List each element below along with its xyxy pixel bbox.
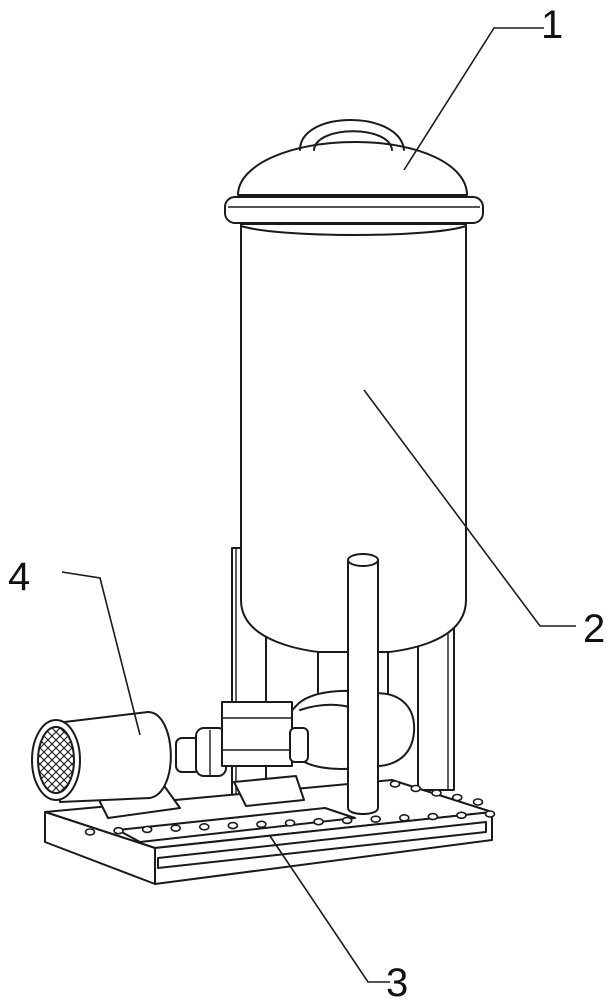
bolt-hole [370, 815, 382, 823]
callout-1: 1 [541, 3, 563, 47]
bolt-hole [341, 816, 353, 825]
vertical-pipe [347, 553, 379, 815]
bolt-hole [427, 812, 439, 821]
callout-2: 2 [583, 607, 605, 651]
leader-lines [61, 27, 576, 983]
bolt-hole [84, 828, 96, 836]
bolt-hole [456, 811, 467, 820]
bolt-hole [170, 824, 182, 832]
bolt-hole [431, 789, 442, 797]
bolt-hole [284, 819, 296, 827]
callout-4: 4 [8, 555, 30, 599]
grill-icon [38, 727, 74, 793]
bolt-hole [113, 826, 124, 835]
coupling-assembly [175, 701, 309, 807]
bolt-hole [141, 825, 153, 834]
bolt-holes [84, 780, 496, 836]
bolt-hole [256, 820, 267, 829]
tank-lid [224, 119, 484, 224]
motor [31, 711, 181, 819]
callout-3: 3 [386, 961, 408, 1000]
bolt-hole [313, 817, 324, 826]
bolt-hole [389, 780, 401, 788]
bolt-hole [472, 798, 484, 806]
bolt-hole [451, 793, 463, 802]
bolt-hole [484, 810, 496, 818]
bolt-hole [198, 823, 210, 831]
bolt-hole [227, 821, 239, 830]
bolt-hole [410, 784, 422, 793]
bolt-hole [398, 814, 410, 822]
